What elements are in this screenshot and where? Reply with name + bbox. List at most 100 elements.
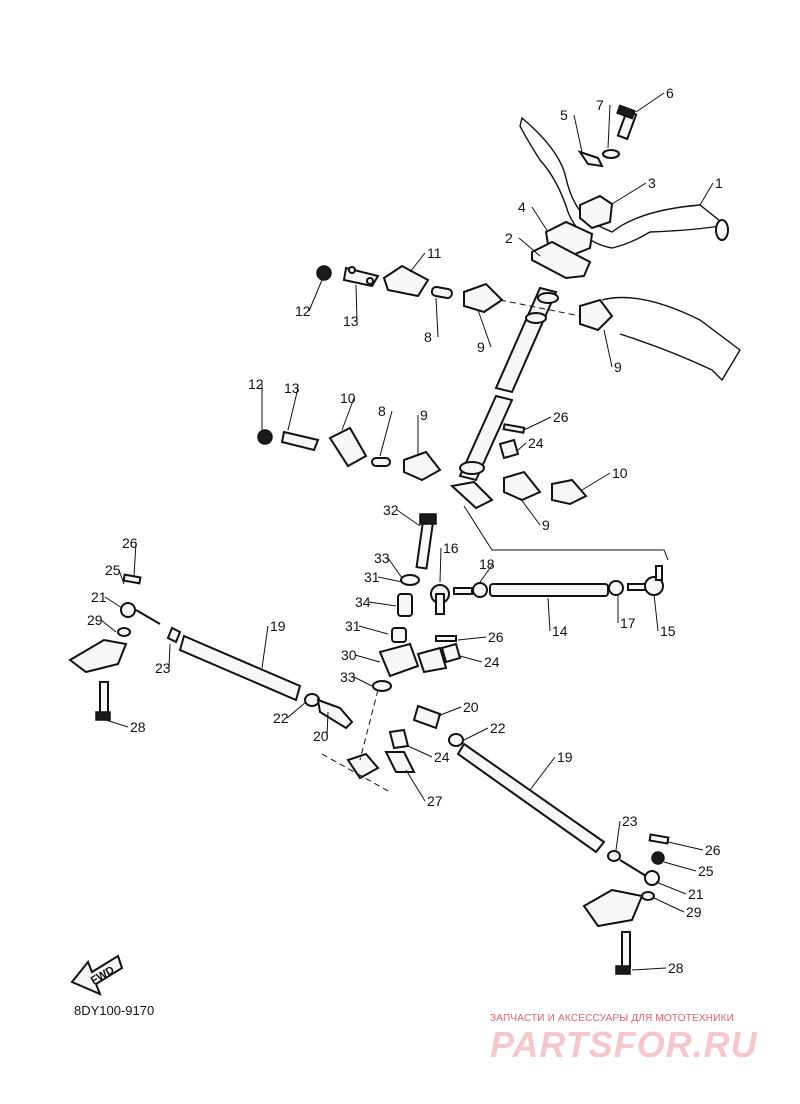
- lower-fittings: [321, 689, 442, 793]
- callout-leader: [615, 820, 621, 851]
- callout-number: 30: [341, 647, 357, 663]
- callout-number: 28: [668, 960, 684, 976]
- upper-bracket-row: [316, 264, 741, 382]
- callout-leader: [477, 309, 492, 348]
- callout-leader: [379, 410, 393, 457]
- callout-leader: [100, 619, 117, 633]
- callout-number: 22: [273, 710, 289, 726]
- callout-number: 27: [427, 793, 443, 809]
- callout-number: 14: [552, 623, 568, 639]
- callout-leader: [437, 706, 462, 717]
- fwd-label: FWD: [89, 964, 117, 987]
- callout-leader: [118, 569, 125, 585]
- callout-leader: [581, 472, 611, 491]
- callout-leader: [286, 701, 307, 719]
- callout-number: 12: [295, 303, 311, 319]
- callout-number: 17: [620, 615, 636, 631]
- callout-number: 23: [155, 660, 171, 676]
- callout-leader: [655, 881, 687, 895]
- drawing-code: 8DY100-9170: [74, 1003, 155, 1018]
- callout-number: 19: [557, 749, 573, 765]
- callout-number: 10: [612, 465, 628, 481]
- callout-leader: [479, 563, 494, 583]
- callout-number: 25: [105, 562, 121, 578]
- callout-leader: [663, 861, 697, 872]
- callout-leader: [523, 416, 552, 431]
- pitman-arm-assembly: [372, 513, 462, 692]
- callout-number: 21: [688, 886, 704, 902]
- left-tie-rod: [68, 573, 354, 730]
- callout-number: 20: [463, 699, 479, 715]
- callout-number: 8: [378, 403, 386, 419]
- callout-leader: [459, 655, 483, 663]
- callout-leader: [603, 329, 613, 368]
- callout-leader: [326, 711, 329, 737]
- handlebar-bolt: [616, 104, 638, 141]
- callout-number: 13: [284, 380, 300, 396]
- callout-leader: [354, 654, 381, 663]
- callout-number: 10: [340, 390, 356, 406]
- callout-leader: [518, 237, 541, 257]
- callout-leader: [573, 114, 583, 153]
- callout-number: 24: [434, 749, 450, 765]
- callout-number: 34: [355, 594, 371, 610]
- callout-number: 26: [553, 409, 569, 425]
- handlebar-upper-holder: [579, 194, 614, 230]
- callout-number: 24: [528, 435, 544, 451]
- callout-leader: [653, 897, 685, 913]
- callout-number: 23: [622, 813, 638, 829]
- callout-number: 12: [248, 376, 264, 392]
- callout-leader: [699, 182, 714, 206]
- callout-leader: [341, 397, 355, 431]
- callout-leader: [517, 442, 527, 451]
- callout-leader: [355, 284, 358, 322]
- steering-column: [449, 286, 559, 510]
- washer: [602, 149, 620, 159]
- callout-leader: [439, 547, 442, 583]
- callout-number: 8: [424, 329, 432, 345]
- center-tie-rod: [430, 565, 664, 615]
- watermark-brand: PARTSFOR.RU: [490, 1024, 758, 1065]
- middle-bracket-row: [257, 423, 588, 506]
- callout-leader: [635, 92, 665, 113]
- callout-number: 33: [374, 550, 390, 566]
- callout-number: 26: [488, 629, 504, 645]
- callout-leader: [105, 719, 129, 728]
- callout-leader: [353, 676, 373, 687]
- callout-number: 26: [122, 535, 138, 551]
- callout-number: 19: [270, 618, 286, 634]
- callout-leader: [547, 597, 551, 632]
- callout-number: 4: [518, 199, 526, 215]
- callout-leader: [358, 625, 389, 635]
- callout-number: 9: [477, 339, 485, 355]
- callout-number: 29: [686, 904, 702, 920]
- callout-leader: [435, 297, 439, 338]
- callout-number: 1: [715, 175, 723, 191]
- callout-number: 25: [698, 863, 714, 879]
- callout-leader: [261, 625, 269, 669]
- callout-leader: [308, 279, 323, 312]
- callout-leader: [529, 756, 556, 791]
- callout-leader: [387, 557, 403, 579]
- callout-leader: [104, 596, 123, 609]
- callout-leader: [396, 509, 421, 527]
- callout-number: 22: [490, 720, 506, 736]
- column-plate: [531, 240, 592, 280]
- callout-number: 9: [614, 359, 622, 375]
- callout-leader: [653, 593, 659, 632]
- callout-leader: [531, 206, 549, 233]
- callout-number: 21: [91, 589, 107, 605]
- callout-leader: [611, 182, 647, 205]
- callout-number: 2: [505, 230, 513, 246]
- callout-number: 29: [87, 612, 103, 628]
- callout-number: 11: [427, 245, 442, 261]
- callout-number: 7: [596, 97, 604, 113]
- callout-leader: [168, 643, 171, 669]
- callout-leader: [405, 769, 426, 802]
- callout-leader: [457, 636, 487, 641]
- callout-leader: [519, 497, 541, 526]
- callout-number: 28: [130, 719, 146, 735]
- callout-number: 33: [340, 669, 356, 685]
